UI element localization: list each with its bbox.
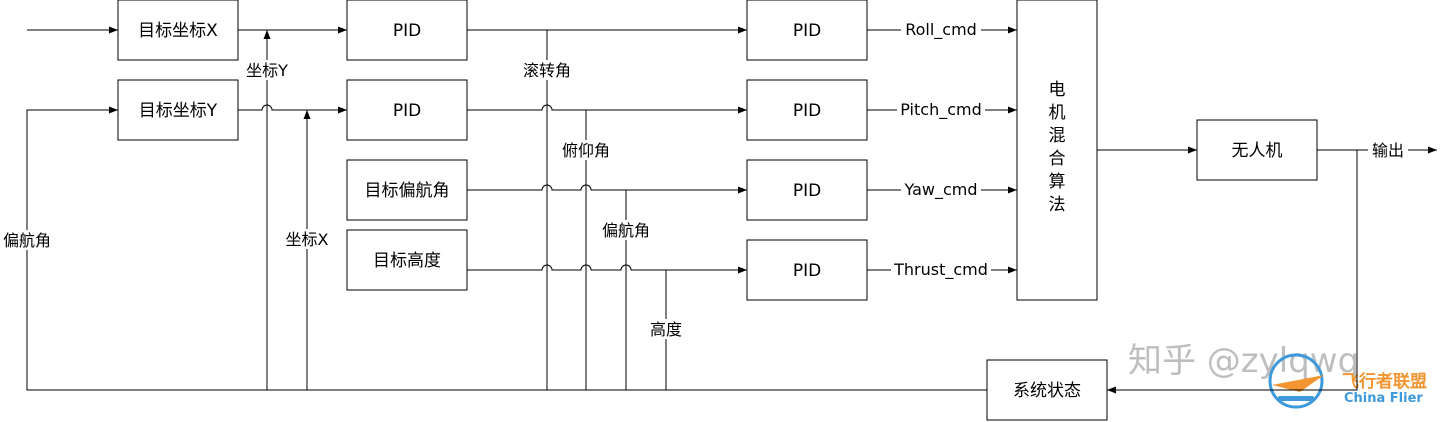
block-uav: 无人机	[1196, 119, 1318, 181]
block-target-yaw-label: 目标偏航角	[365, 181, 450, 201]
pid-label: PID	[793, 181, 821, 201]
output-label: 输出	[1372, 141, 1404, 160]
block-target-alt: 目标高度	[346, 229, 468, 291]
target-yaw-to-pid-wire	[467, 184, 747, 194]
mixer-char: 机	[1049, 103, 1066, 123]
block-target-x-label: 目标坐标X	[138, 21, 218, 41]
pid-label: PID	[393, 101, 421, 121]
signal-labels: Roll_cmd Pitch_cmd Yaw_cmd Thrust_cmd 输出…	[0, 19, 1408, 339]
mixer-char: 混	[1049, 126, 1066, 146]
block-target-y: 目标坐标Y	[117, 79, 239, 141]
block-motor-mixer: 电 机 混 合 算 法	[1016, 0, 1098, 301]
block-system-state: 系统状态	[986, 359, 1108, 421]
roll-angle-label: 滚转角	[523, 61, 571, 80]
block-pid-thrust: PID	[746, 239, 868, 301]
block-pid-x: PID	[346, 0, 468, 61]
coord-y-label: 坐标Y	[246, 61, 288, 80]
pitch-angle-label: 俯仰角	[562, 141, 610, 160]
pid-label: PID	[793, 21, 821, 41]
watermark-logo-cn: 飞行者联盟	[1342, 371, 1427, 392]
block-system-state-label: 系统状态	[1013, 381, 1081, 401]
block-target-y-label: 目标坐标Y	[139, 101, 218, 121]
mixer-char: 算	[1049, 172, 1066, 192]
block-pid-yaw: PID	[746, 159, 868, 221]
mixer-char: 法	[1049, 195, 1066, 215]
block-target-x: 目标坐标X	[117, 0, 239, 61]
coord-x-label: 坐标X	[286, 230, 329, 249]
pid-label: PID	[393, 21, 421, 41]
state-feedback-wire	[1107, 150, 1358, 394]
block-uav-label: 无人机	[1232, 141, 1283, 161]
roll-cmd-label: Roll_cmd	[905, 20, 977, 40]
target-alt-to-pid-wire	[467, 264, 747, 274]
target-y-to-pid-wire	[238, 104, 347, 114]
watermark-logo-en: China Flier	[1344, 391, 1423, 406]
watermark: 知乎 @zylqwq 飞行者联盟 China Flier	[1128, 341, 1427, 409]
block-pid-roll: PID	[746, 0, 868, 61]
block-target-yaw: 目标偏航角	[346, 159, 468, 221]
pid-label: PID	[793, 101, 821, 121]
watermark-text: 知乎 @zylqwq	[1128, 341, 1359, 381]
yaw-cmd-label: Yaw_cmd	[904, 180, 978, 200]
altitude-label: 高度	[650, 320, 682, 339]
mixer-char: 电	[1049, 80, 1066, 100]
block-pid-y: PID	[346, 79, 468, 141]
yaw-angle-label: 偏航角	[602, 221, 650, 240]
pid-label: PID	[793, 261, 821, 281]
block-target-alt-label: 目标高度	[373, 251, 441, 271]
flier-logo-icon	[1268, 353, 1324, 409]
pitch-cmd-label: Pitch_cmd	[900, 100, 982, 120]
pid2-to-pitch-pid-wire	[467, 104, 747, 114]
thrust-cmd-label: Thrust_cmd	[893, 260, 988, 280]
mixer-char: 合	[1049, 149, 1066, 169]
block-pid-pitch: PID	[746, 79, 868, 141]
yaw-angle-left-label: 偏航角	[3, 231, 51, 250]
